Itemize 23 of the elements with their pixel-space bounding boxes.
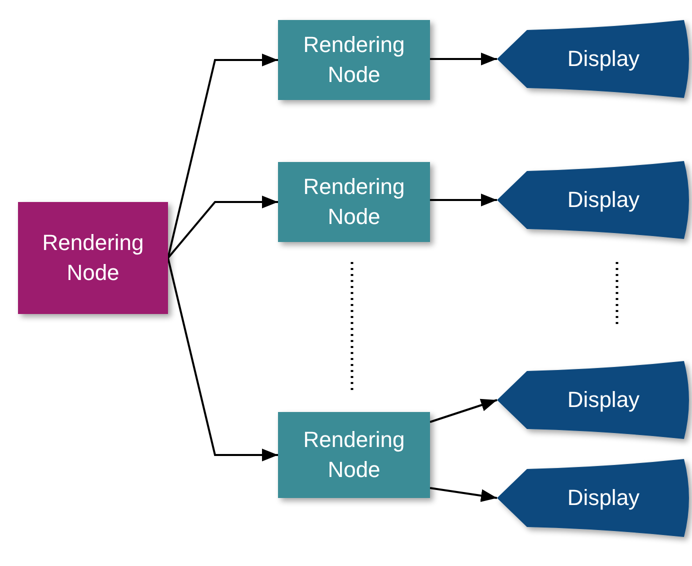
arrow: [430, 398, 498, 423]
arrow: [167, 54, 278, 258]
arrow: [430, 194, 497, 206]
display-shape: [497, 459, 690, 537]
arrow: [430, 52, 497, 66]
display-shape: [497, 361, 690, 439]
display-shape: [497, 161, 690, 239]
node-label: Rendering Node: [302, 31, 406, 89]
node-label: Rendering Node: [302, 426, 406, 484]
process-box: [278, 412, 430, 498]
arrow: [167, 196, 278, 259]
process-box: [278, 162, 430, 242]
node-label: Display: [566, 484, 640, 512]
arrow: [167, 258, 278, 462]
node-label: Display: [566, 45, 640, 73]
display-shape: [497, 20, 690, 98]
node-label: Rendering Node: [302, 173, 406, 231]
node-label: Display: [566, 186, 640, 214]
process-box: [18, 202, 168, 314]
process-box: [278, 20, 430, 100]
node-label: Display: [566, 386, 640, 414]
arrow: [430, 487, 498, 502]
node-label: Rendering Node: [41, 229, 145, 287]
